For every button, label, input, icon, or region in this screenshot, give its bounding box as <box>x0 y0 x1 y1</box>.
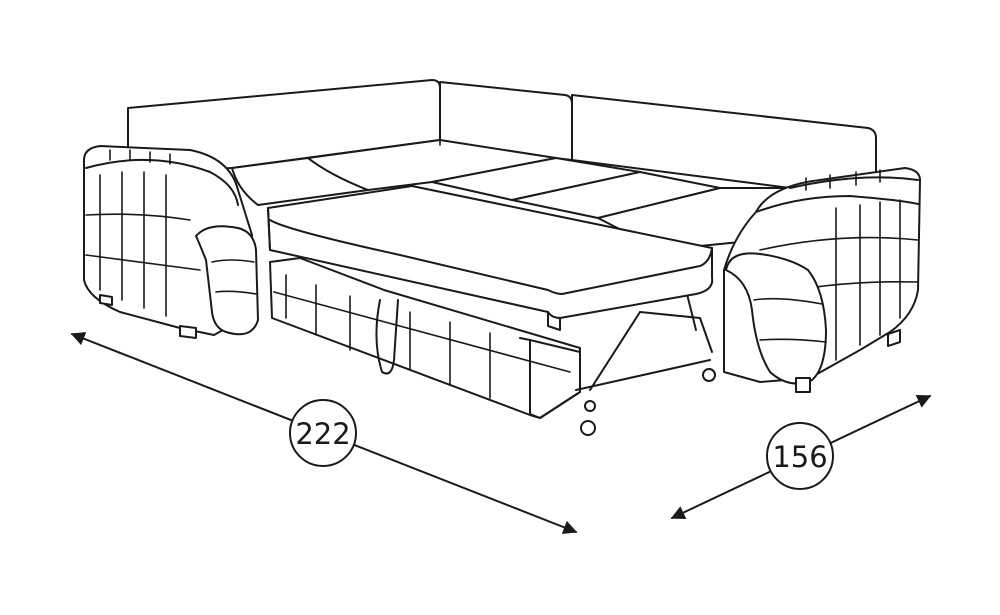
depth-dimension-label: 156 <box>772 440 827 474</box>
depth-dimension: 156 <box>670 395 932 519</box>
right-armrest-legs <box>795 329 901 393</box>
right-armrest <box>723 167 921 385</box>
depth-dimension-badge <box>766 422 834 490</box>
length-dimension: 222 <box>70 332 578 534</box>
length-dimension-label: 222 <box>295 417 350 451</box>
left-armrest <box>83 145 259 336</box>
length-dimension-badge <box>289 399 357 467</box>
bed-mattress <box>267 185 714 331</box>
